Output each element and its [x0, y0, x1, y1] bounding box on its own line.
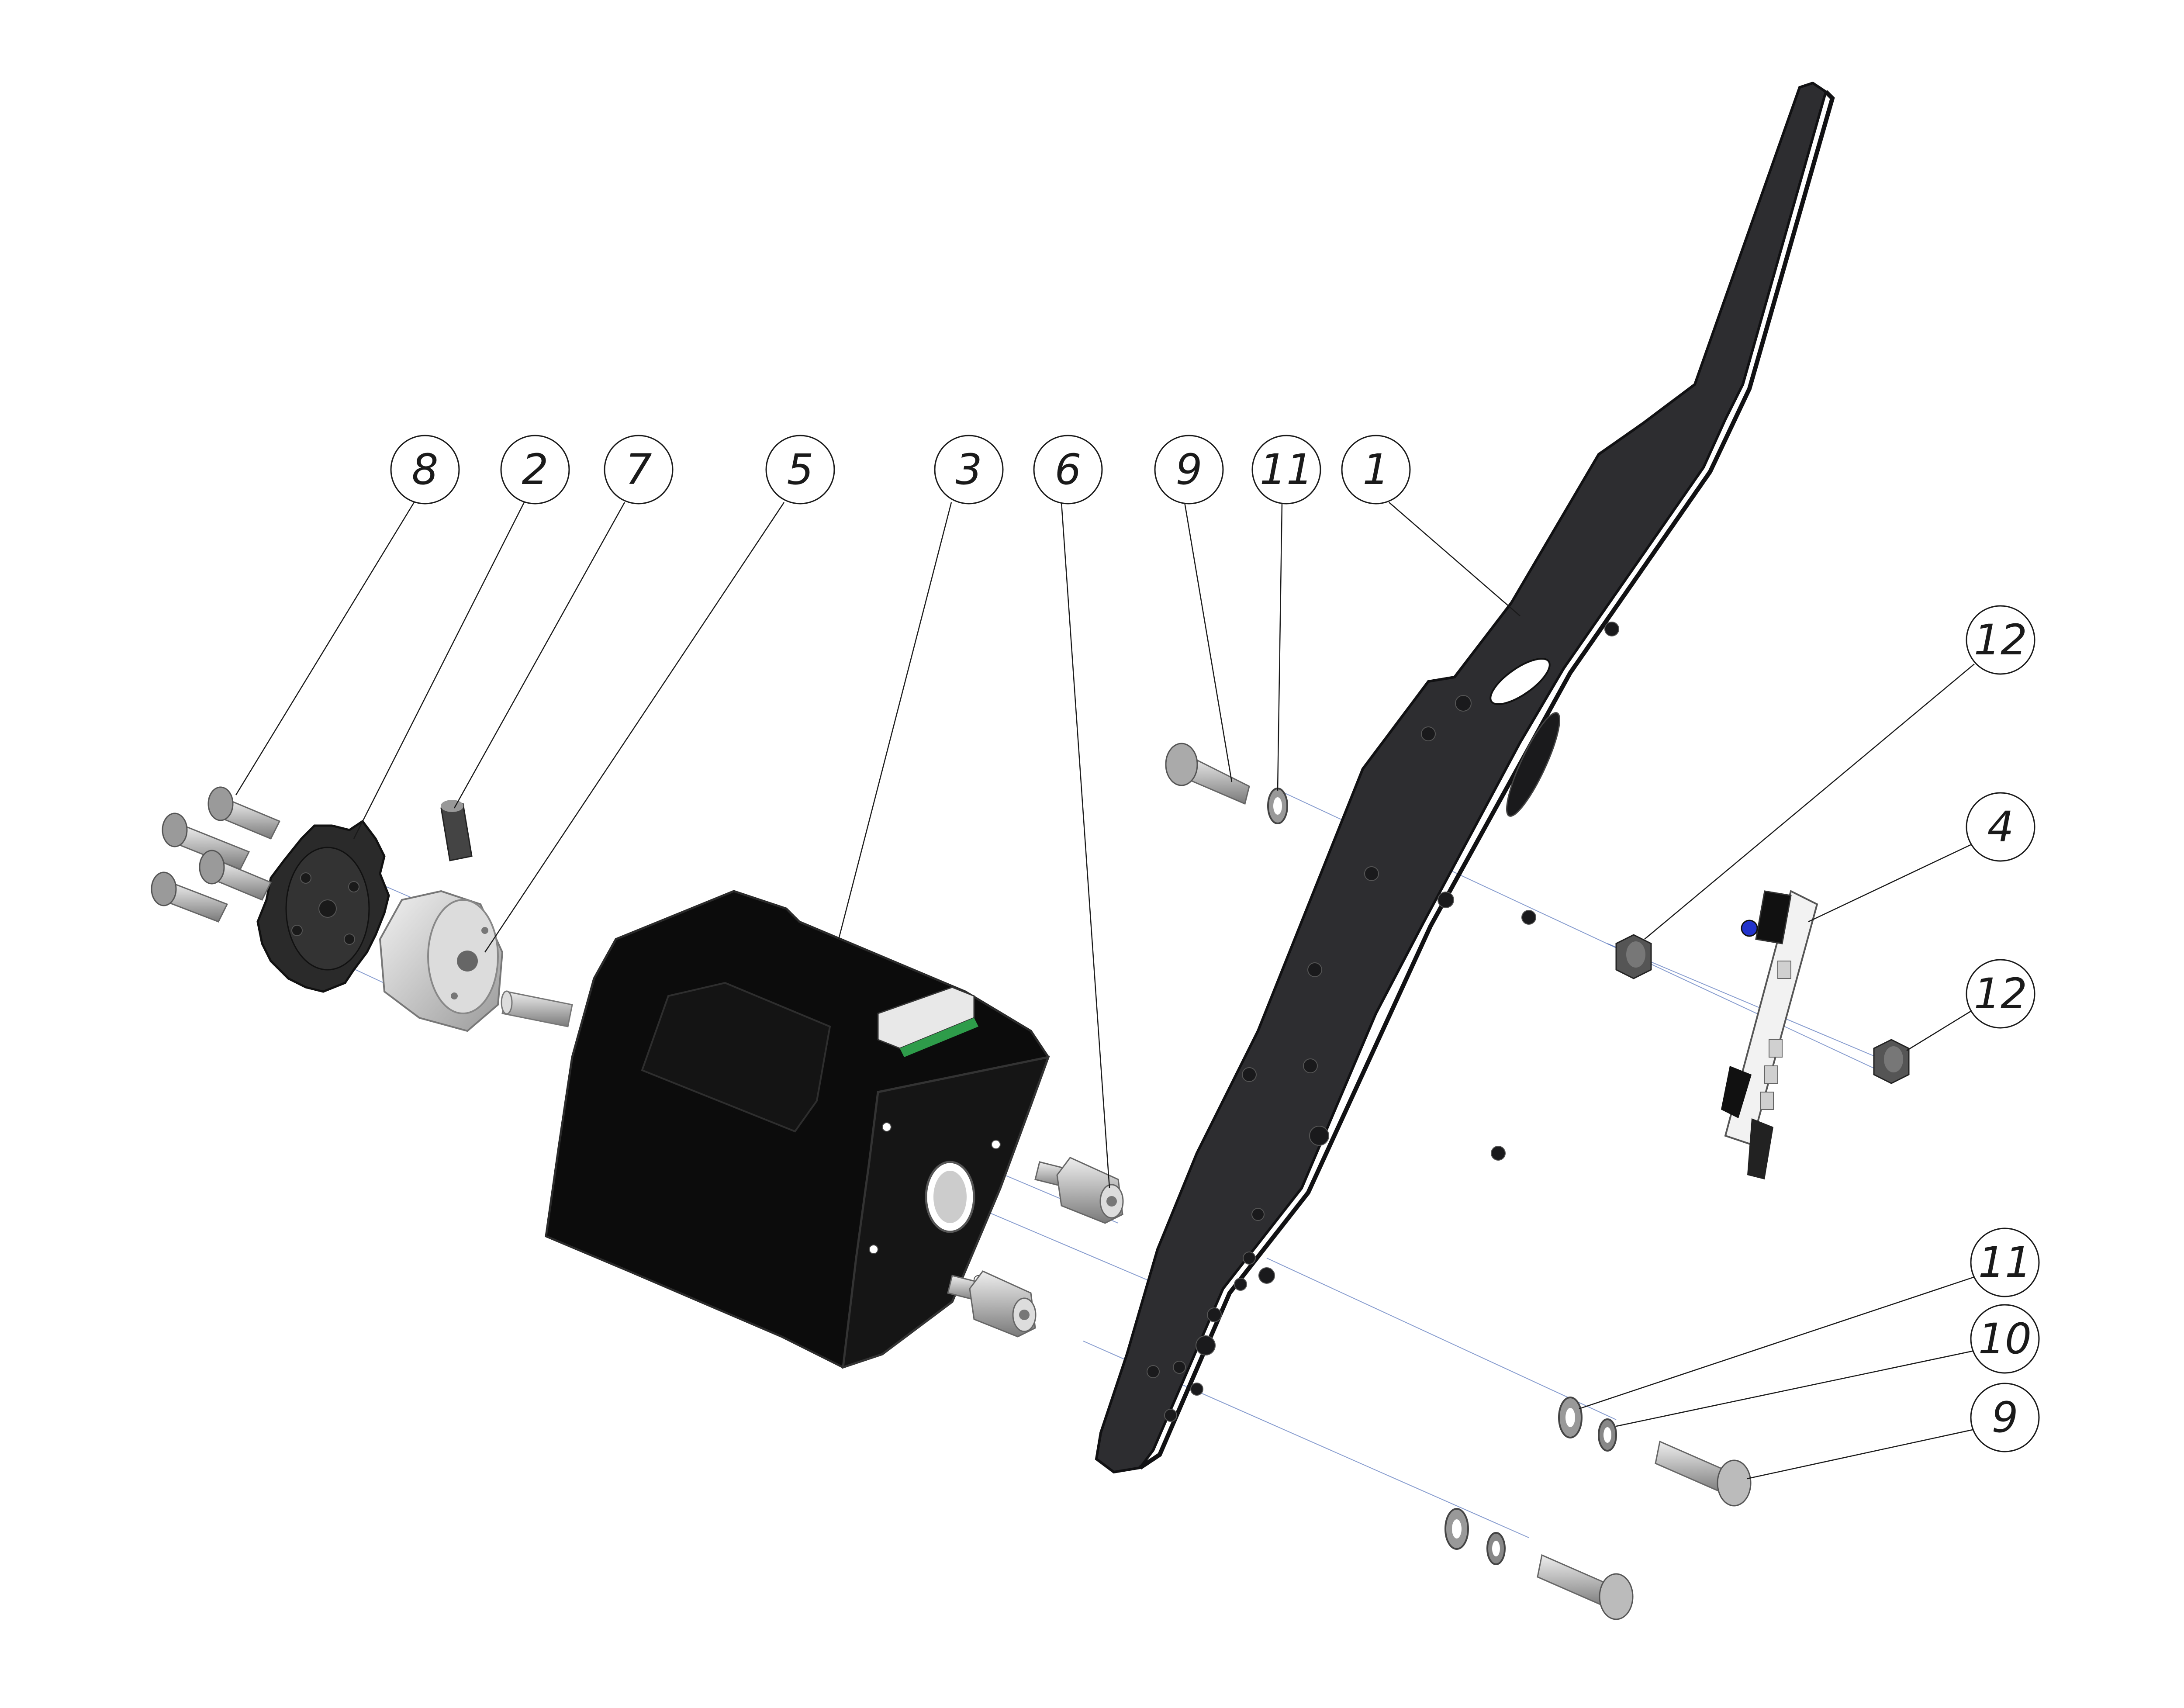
callout-3: 3 — [934, 435, 1004, 505]
leader-11-upper — [1277, 502, 1283, 791]
washer-lower-1 — [1558, 1397, 1583, 1438]
stepper-motor — [545, 890, 1050, 1369]
set-screw — [440, 800, 473, 861]
callout-11-upper: 11 — [1251, 435, 1321, 505]
leader-3 — [838, 502, 952, 940]
callout-12-lower: 12 — [1966, 959, 2035, 1029]
screw-3 — [199, 850, 272, 901]
callout-label-3: 3 — [955, 445, 982, 494]
callout-2: 2 — [500, 435, 570, 505]
callout-8: 8 — [390, 435, 460, 505]
standoff-upper — [1034, 1157, 1124, 1224]
shaft-hub — [379, 890, 504, 1032]
washer-upper — [1267, 788, 1288, 824]
screw-4 — [151, 871, 228, 923]
washer-lower-2 — [1444, 1508, 1469, 1550]
leader-10 — [1616, 1349, 1979, 1427]
callout-7: 7 — [604, 435, 674, 505]
callout-9-lower: 9 — [1970, 1383, 2040, 1452]
callout-label-9-lower: 9 — [1991, 1393, 2018, 1442]
leader-7 — [453, 502, 625, 809]
sensor-board — [1721, 890, 1818, 1179]
leader-11-lower — [1579, 1275, 1979, 1410]
callout-label-11-upper: 11 — [1260, 445, 1313, 494]
motor-connector — [877, 986, 978, 1057]
bolt-lower-2 — [1537, 1554, 1634, 1620]
callout-1: 1 — [1341, 435, 1411, 505]
leader-1 — [1389, 502, 1521, 616]
spur-gear — [256, 819, 390, 993]
leader-9-lower — [1747, 1428, 1979, 1480]
callout-9-upper: 9 — [1154, 435, 1224, 505]
callout-label-12-lower: 12 — [1974, 969, 2027, 1018]
leader-9-upper — [1184, 502, 1233, 782]
callout-4: 4 — [1966, 792, 2035, 862]
spring-washer-2 — [1486, 1532, 1506, 1565]
leader-12-upper — [1644, 664, 1975, 940]
callout-label-5: 5 — [787, 445, 813, 494]
callout-6: 6 — [1033, 435, 1103, 505]
bolt-upper — [1165, 743, 1250, 805]
leader-12-lower — [1906, 1008, 1975, 1051]
callout-label-7: 7 — [625, 445, 652, 494]
callout-label-11-lower: 11 — [1978, 1238, 2032, 1287]
leader-5 — [484, 502, 785, 953]
callout-label-10: 10 — [1978, 1314, 2032, 1363]
callout-label-9-upper: 9 — [1175, 445, 1202, 494]
callout-11-lower: 11 — [1970, 1227, 2040, 1297]
leader-2 — [353, 502, 525, 839]
motor-shaft — [501, 990, 573, 1027]
callout-5: 5 — [765, 435, 835, 505]
callout-label-8: 8 — [411, 445, 438, 494]
callout-label-4: 4 — [1987, 802, 2014, 851]
callout-label-6: 6 — [1054, 445, 1081, 494]
socket-head-screws — [151, 786, 281, 923]
standoff-lower — [947, 1270, 1037, 1338]
bolt-lower-1 — [1655, 1440, 1752, 1507]
callout-10: 10 — [1970, 1304, 2040, 1374]
spring-washer-1 — [1598, 1418, 1617, 1452]
hex-standoffs — [947, 1157, 1124, 1338]
leader-lines — [235, 502, 1979, 1480]
callout-12-upper: 12 — [1966, 605, 2035, 675]
hex-nut-lower — [1873, 1039, 1910, 1084]
leader-8 — [235, 502, 415, 795]
callout-label-2: 2 — [522, 445, 548, 494]
mounting-plate — [1095, 81, 1835, 1474]
callout-label-1: 1 — [1362, 445, 1389, 494]
leader-6 — [1061, 502, 1110, 1189]
callouts: 8 2 7 5 3 6 9 11 — [390, 435, 2040, 1452]
leader-4 — [1808, 842, 1975, 923]
callout-label-12-upper: 12 — [1974, 615, 2027, 664]
hex-nut-upper — [1615, 934, 1652, 979]
screw-1 — [207, 786, 281, 840]
